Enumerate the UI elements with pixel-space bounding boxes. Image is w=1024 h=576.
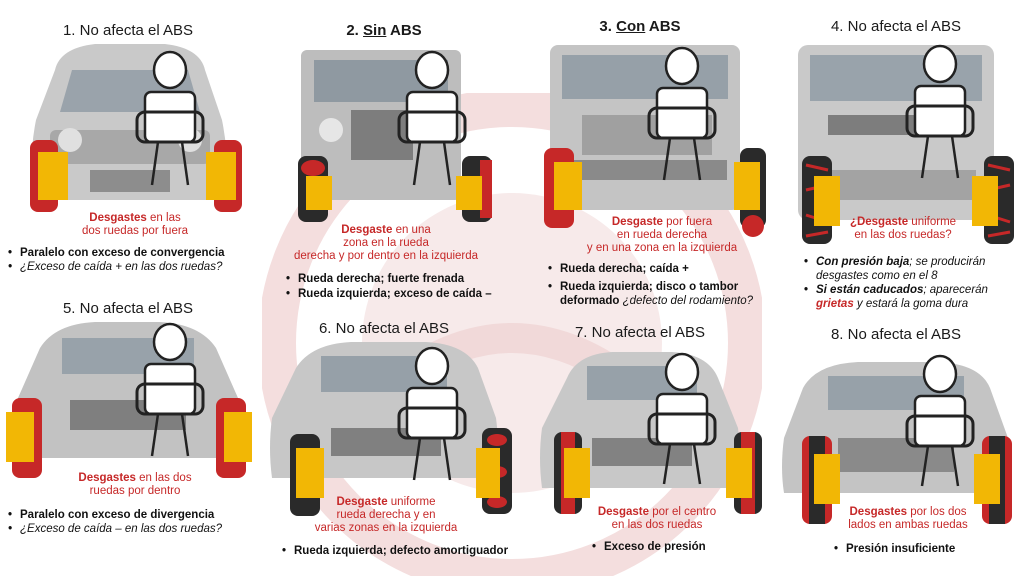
panel-title: 8. No afecta el ABS <box>830 326 962 343</box>
tire-left <box>298 156 332 222</box>
car-scene <box>298 50 492 222</box>
tire-left <box>802 156 840 244</box>
car-scene <box>544 45 766 237</box>
note-item: Rueda izquierda; defecto amortiguador <box>282 544 508 558</box>
tire-right <box>206 140 242 212</box>
wear-caption: Desgastes en las dos ruedas por dentro <box>78 472 192 497</box>
tire-left <box>802 436 840 524</box>
diagnosis-notes: Exceso de presión <box>592 540 706 554</box>
tire-right <box>456 156 492 222</box>
panel-8: 8. No afecta el ABS <box>768 288 1024 576</box>
panel-title: 5. No afecta el ABS <box>62 300 194 317</box>
panel-4: 4. No afecta el ABS <box>768 0 1024 288</box>
panel-1: 1. No afecta el ABS <box>0 0 256 288</box>
crash-dummy <box>647 46 717 181</box>
car-scene <box>6 322 252 478</box>
panel-title: 1. No afecta el ABS <box>62 22 194 39</box>
diagnosis-notes: Rueda izquierda; defecto amortiguador <box>282 544 508 558</box>
note-item: Con presión baja; se producirándesgastes… <box>804 255 988 283</box>
wear-caption: ¿Desgaste uniforme en las dos ruedas? <box>849 216 957 241</box>
car-scene <box>540 352 762 514</box>
diagnosis-notes: Paralelo con exceso de divergencia ¿Exce… <box>8 508 222 536</box>
diagnosis-notes-cont: Rueda izquierda; exceso de caída – <box>286 287 492 301</box>
tire-left <box>554 432 590 514</box>
crash-dummy <box>397 50 467 186</box>
diagnosis-notes: Con presión baja; se producirándesgastes… <box>804 255 988 311</box>
diagnosis-notes-cont: Rueda izquierda; disco o tambordeformado… <box>548 280 753 308</box>
wear-caption: Desgastes en las dos ruedas por fuera <box>81 212 189 237</box>
crash-dummy <box>647 352 717 485</box>
panel-3: 3. Con ABS <box>512 0 768 288</box>
note-item: Rueda derecha; fuerte frenada <box>286 272 464 286</box>
note-item: Paralelo con exceso de divergencia <box>8 508 222 522</box>
diagnosis-notes: Presión insuficiente <box>834 542 955 556</box>
crash-dummy <box>135 50 205 186</box>
car-illustration <box>15 322 241 458</box>
tire-right <box>972 156 1014 244</box>
car-scene <box>782 354 1012 524</box>
note-item: Rueda izquierda; disco o tambordeformado… <box>548 280 753 308</box>
wear-caption: Desgaste por fuera en rueda derecha y en… <box>586 216 738 254</box>
note-item: ¿Exceso de caída – en las dos ruedas? <box>8 522 222 536</box>
note-item: Rueda derecha; caída + <box>548 262 689 276</box>
tire-right <box>216 398 252 478</box>
diagnosis-notes: Rueda derecha; caída + <box>548 262 689 276</box>
tire-left <box>6 398 42 478</box>
diagnosis-notes: Paralelo con exceso de convergencia ¿Exc… <box>8 246 225 274</box>
crash-dummy <box>135 322 205 457</box>
car-scene <box>30 44 242 212</box>
car-scene <box>798 44 1014 244</box>
panel-7: 7. No afecta el ABS <box>512 288 768 576</box>
crash-dummy <box>397 346 467 481</box>
panel-title: 7. No afecta el ABS <box>574 324 706 341</box>
note-item: Rueda izquierda; exceso de caída – <box>286 287 492 301</box>
note-item: Presión insuficiente <box>834 542 955 556</box>
panel-title: 6. No afecta el ABS <box>318 320 450 337</box>
panel-2: 2. Sin ABS <box>256 0 512 288</box>
panel-5: 5. No afecta el ABS <box>0 288 256 576</box>
wear-caption: Desgaste uniforme rueda derecha y en var… <box>314 496 458 534</box>
note-item: ¿Exceso de caída + en las dos ruedas? <box>8 260 225 274</box>
tire-right <box>734 148 766 237</box>
note-item: Paralelo con exceso de convergencia <box>8 246 225 260</box>
tire-right <box>476 428 512 514</box>
panel-6: 6. No afecta el ABS <box>256 288 512 576</box>
panel-title: 3. Con ABS <box>599 18 681 35</box>
tire-left <box>544 148 582 228</box>
diagnosis-notes: Rueda derecha; fuerte frenada <box>286 272 464 286</box>
panel-title: 2. Sin ABS <box>346 22 422 39</box>
wear-caption: Desgaste por el centro en las dos ruedas <box>597 506 717 531</box>
panel-title: 4. No afecta el ABS <box>830 18 962 35</box>
tire-right <box>726 432 762 514</box>
crash-dummy <box>905 354 975 487</box>
crash-dummy <box>905 44 975 179</box>
tire-right <box>974 436 1012 524</box>
car-illustration <box>301 50 461 200</box>
tire-left <box>30 140 68 212</box>
tire-left <box>290 434 324 516</box>
wear-caption: Desgastes por los dos lados en ambas rue… <box>848 506 968 531</box>
car-scene <box>270 342 512 516</box>
note-item: Exceso de presión <box>592 540 706 554</box>
wear-caption: Desgaste en una zona en la rueda derecha… <box>293 224 479 262</box>
